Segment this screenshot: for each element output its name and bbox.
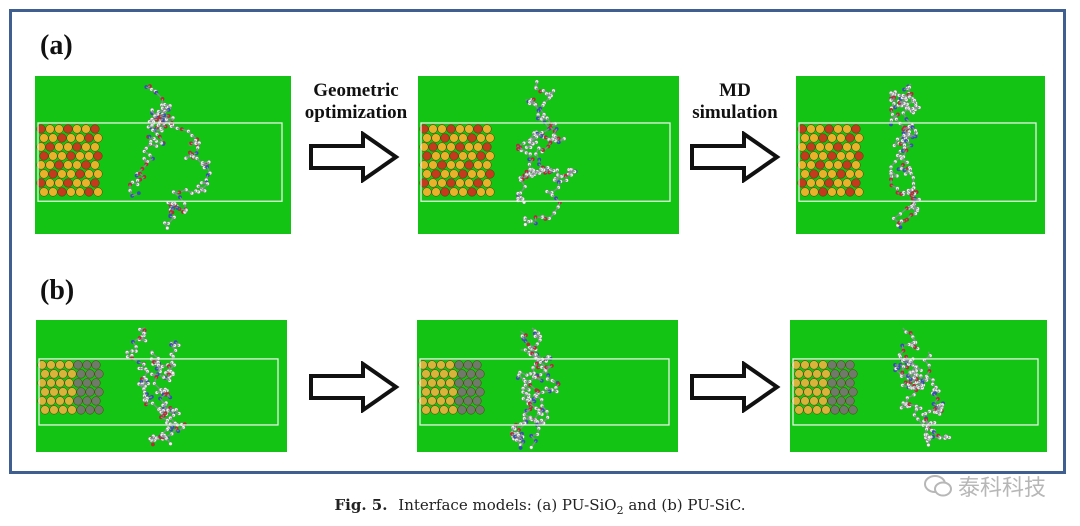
panel-a-md (796, 76, 1045, 234)
panel-a-initial (35, 76, 291, 234)
right-arrow-icon (690, 131, 781, 183)
panel-b-initial (36, 320, 287, 452)
watermark: 泰科科技 (923, 470, 1046, 502)
step-label-md-simulation: MD simulation (682, 80, 788, 124)
sio2-model-md (797, 83, 1037, 230)
caption-fig-number: Fig. 5. (334, 496, 388, 514)
wechat-icon (923, 475, 952, 497)
right-arrow-icon (309, 361, 400, 413)
step-label-geometric-optimization: Geometric optimization (295, 80, 417, 124)
panel-b-md (790, 320, 1047, 452)
sio2-model-optimized (419, 79, 671, 227)
right-arrow-icon (690, 361, 781, 413)
step1-line2: optimization (304, 102, 408, 123)
sic-model-md (791, 327, 1039, 447)
step2-line1: MD (719, 80, 751, 101)
sio2-model-initial (36, 83, 283, 231)
right-arrow-icon (309, 131, 400, 183)
sic-model-optimized (418, 327, 670, 450)
watermark-text: 泰科科技 (957, 476, 1046, 501)
caption-subscript: 2 (616, 504, 624, 517)
row-label-b: (b) (40, 275, 75, 306)
caption-text-post: and (b) PU-SiC. (623, 496, 746, 514)
sic-model-initial (37, 327, 279, 447)
step1-line1: Geometric (313, 80, 399, 101)
caption-text-pre: Interface models: (a) PU-SiO (398, 496, 617, 514)
step2-line2: simulation (692, 102, 778, 123)
panel-a-optimized (418, 76, 679, 234)
figure-caption: Fig. 5. Interface models: (a) PU-SiO2 an… (0, 496, 1080, 517)
panel-b-optimized (417, 320, 678, 452)
figure-frame (9, 9, 1066, 474)
row-label-a: (a) (40, 30, 73, 61)
